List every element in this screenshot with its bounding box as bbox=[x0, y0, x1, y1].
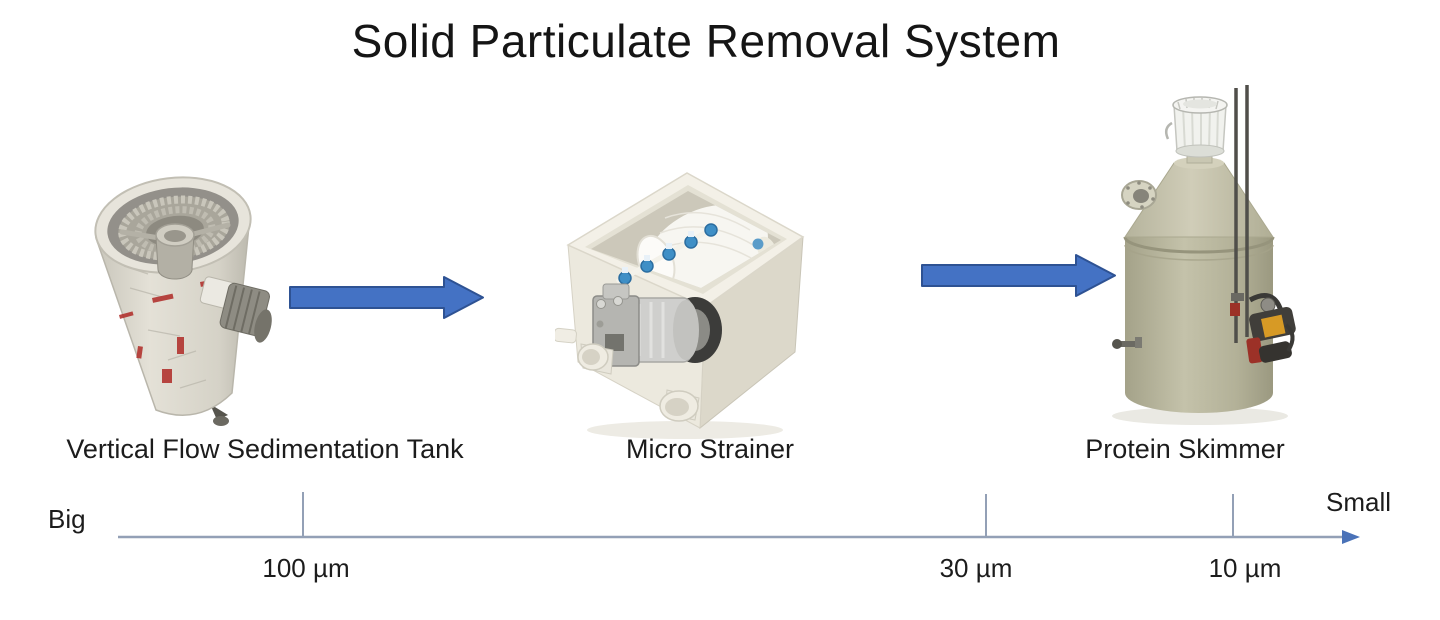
skimmer-collection-cup bbox=[1164, 96, 1228, 164]
micro-strainer-image bbox=[555, 158, 815, 443]
stage-label-sedimentation-tank: Vertical Flow Sedimentation Tank bbox=[66, 434, 464, 464]
sedimentation-tank-illustration bbox=[94, 176, 272, 426]
skimmer-drain-valve bbox=[1112, 337, 1142, 349]
tank-side-pipe-fitting bbox=[199, 276, 272, 343]
flow-arrow-icon bbox=[288, 272, 486, 322]
flow-arrow-icon bbox=[920, 250, 1118, 300]
axis-label-small: Small bbox=[1326, 487, 1392, 517]
skimmer-flange-port bbox=[1121, 180, 1157, 210]
axis-arrowhead-icon bbox=[1342, 530, 1360, 544]
stage-label-protein-skimmer: Protein Skimmer bbox=[1085, 434, 1285, 464]
diagram-title: Solid Particulate Removal System bbox=[351, 15, 1061, 67]
axis-tick-label-30um: 30 µm bbox=[939, 553, 1013, 583]
strainer-left-pipe-stub bbox=[577, 343, 614, 375]
axis-label-big: Big bbox=[48, 504, 86, 534]
axis-tick-label-10um: 10 µm bbox=[1208, 553, 1282, 583]
micro-strainer-illustration bbox=[555, 172, 805, 439]
axis-tick-label-100um: 100 µm bbox=[262, 553, 350, 583]
strainer-bottom-pipe-stub bbox=[659, 389, 700, 422]
sedimentation-tank-image bbox=[60, 88, 300, 433]
tank-foot bbox=[210, 404, 228, 420]
skimmer-pump bbox=[1246, 293, 1296, 364]
protein-skimmer-image bbox=[1090, 85, 1330, 435]
strainer-spray-bar bbox=[615, 223, 719, 285]
protein-skimmer-illustration bbox=[1112, 85, 1296, 425]
stage-label-micro-strainer: Micro Strainer bbox=[625, 434, 795, 464]
particle-size-axis bbox=[0, 480, 1440, 560]
